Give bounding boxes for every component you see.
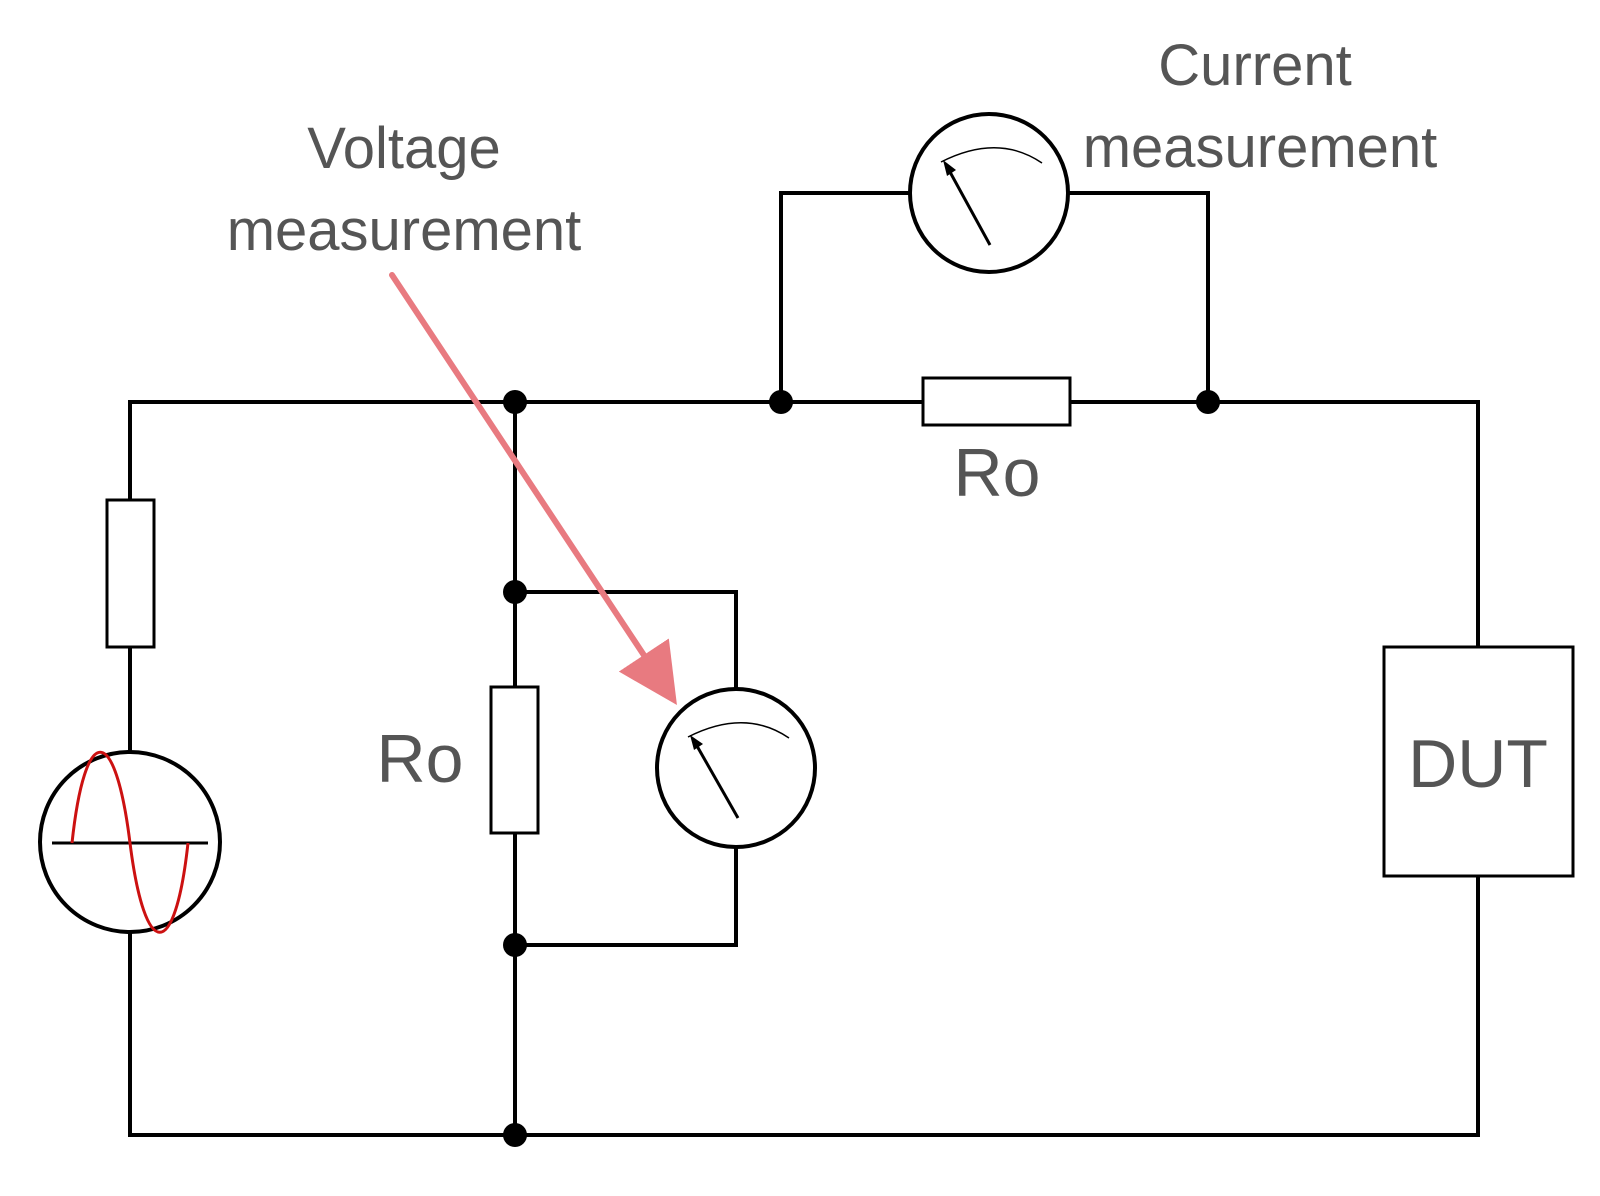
voltmeter-icon [655, 687, 817, 849]
source-resistor [105, 498, 156, 649]
current-label-line1: Current [1158, 33, 1351, 98]
dut-label: DUT [1408, 726, 1548, 802]
junction-nodes [503, 390, 1220, 1147]
shunt-resistor-label: Ro [377, 721, 464, 797]
current-label-line2: measurement [1083, 115, 1438, 180]
dut-box [1382, 645, 1575, 878]
voltage-label-line2: measurement [227, 198, 582, 263]
shunt-resistor-ro [489, 685, 540, 835]
ammeter-icon [908, 112, 1070, 274]
wires [128, 191, 1480, 1137]
series-resistor-ro [921, 376, 1072, 427]
ac-source-icon [38, 750, 222, 934]
series-resistor-label: Ro [954, 435, 1041, 511]
voltage-label-line1: Voltage [307, 116, 501, 181]
voltage-pointer-arrow [389, 272, 677, 706]
